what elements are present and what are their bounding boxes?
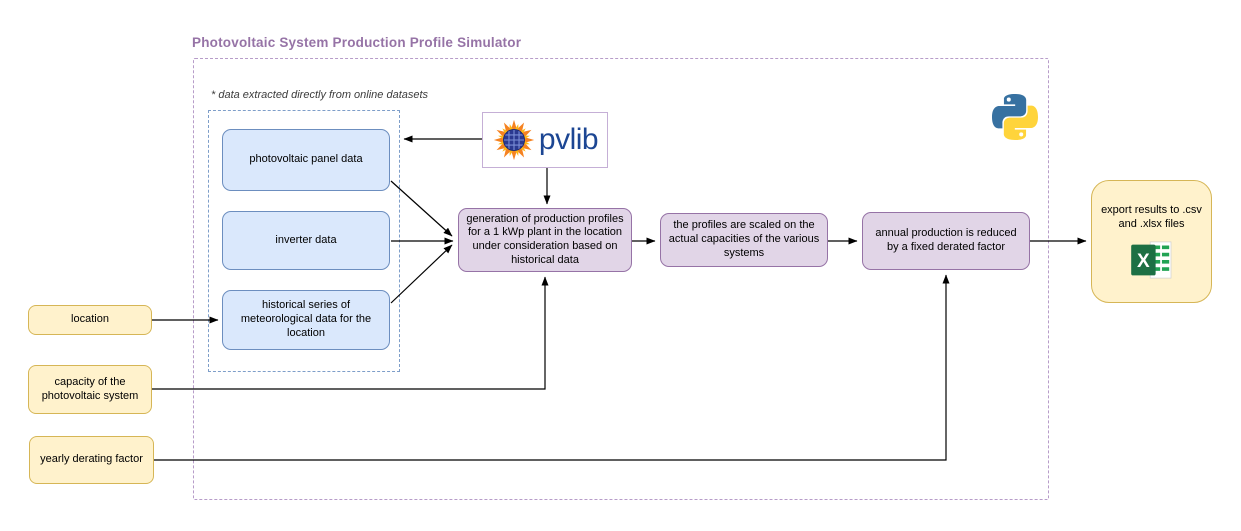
node-input-location: location	[28, 305, 152, 335]
svg-text:X: X	[1137, 251, 1150, 272]
pvlib-wordmark: pvlib	[538, 123, 599, 156]
node-label: location	[71, 313, 109, 326]
node-label: historical series of meteorological data…	[240, 299, 372, 339]
excel-icon: X	[1130, 241, 1171, 279]
node-generate-profiles: generation of production profiles for a …	[458, 208, 632, 272]
node-apply-derating: annual production is reduced by a fixed …	[862, 212, 1030, 270]
datasets-footnote: * data extracted directly from online da…	[211, 89, 429, 101]
node-label: generation of production profiles for a …	[466, 212, 624, 266]
node-inverter-data: inverter data	[222, 211, 390, 270]
node-photovoltaic-panel-data: photovoltaic panel data	[222, 129, 390, 191]
node-scale-profiles: the profiles are scaled on the actual ca…	[660, 213, 828, 267]
node-export-results: export results to .csv and .xlsx files X	[1091, 180, 1212, 303]
node-label: yearly derating factor	[40, 453, 143, 466]
node-label: the profiles are scaled on the actual ca…	[668, 219, 820, 259]
node-label: photovoltaic panel data	[249, 153, 363, 166]
node-meteorological-data: historical series of meteorological data…	[222, 290, 390, 350]
node-label: capacity of the photovoltaic system	[41, 375, 139, 402]
node-input-capacity: capacity of the photovoltaic system	[28, 365, 152, 414]
python-icon	[992, 94, 1038, 140]
pvlib-logo: pvlib	[482, 112, 608, 168]
node-input-derating-factor: yearly derating factor	[29, 436, 154, 484]
sunflower-solar-panel-icon	[493, 119, 535, 161]
node-label: export results to .csv and .xlsx files	[1101, 204, 1202, 230]
diagram-title: Photovoltaic System Production Profile S…	[192, 35, 522, 50]
node-label: inverter data	[275, 233, 337, 246]
node-label: annual production is reduced by a fixed …	[875, 227, 1017, 253]
